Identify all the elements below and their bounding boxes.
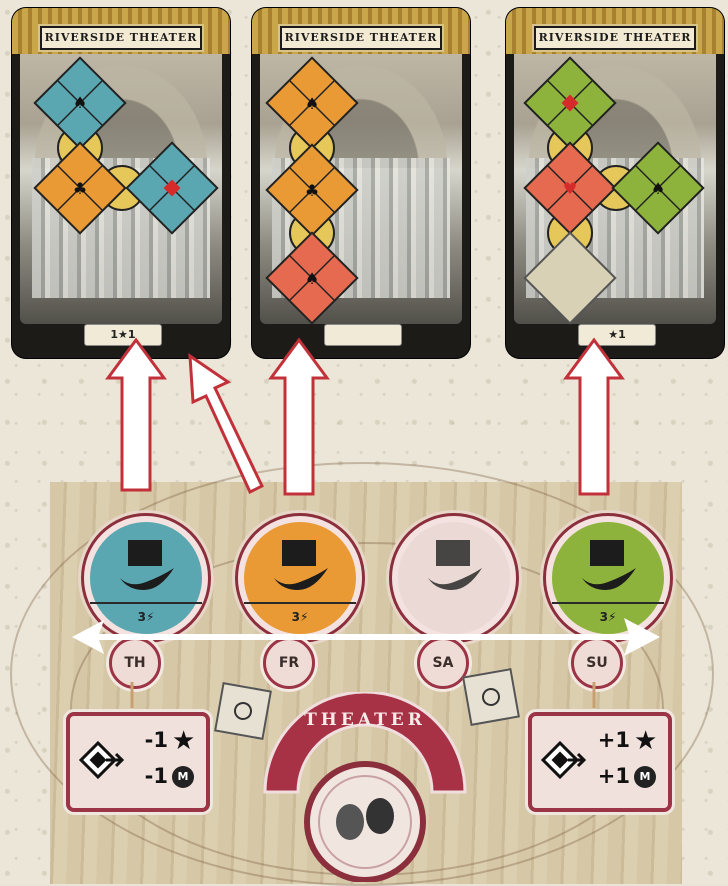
up-arrow-2	[271, 340, 327, 494]
diagonal-arrow	[190, 356, 262, 492]
up-arrow-3	[566, 340, 622, 494]
up-arrow-1	[108, 340, 164, 490]
time-arrow	[72, 618, 660, 656]
